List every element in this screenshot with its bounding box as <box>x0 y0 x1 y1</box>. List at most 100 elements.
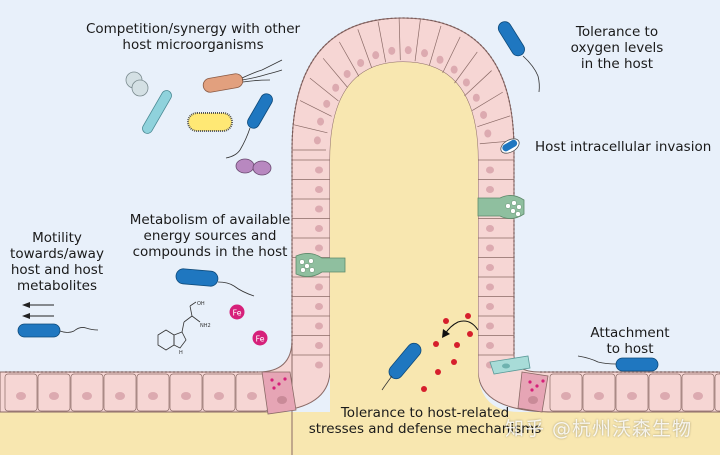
cell-nucleus <box>315 303 323 310</box>
cell-nucleus <box>247 392 257 400</box>
secretion-arrowhead <box>442 329 450 338</box>
cell-boundary <box>339 41 360 77</box>
label-metabolism-line1: Metabolism of available <box>129 212 291 228</box>
iron-ion-1: Fe <box>229 304 245 320</box>
cell-nucleus <box>660 392 670 400</box>
label-attachment-line1: Attachment <box>590 325 670 341</box>
cell-nucleus <box>357 58 365 67</box>
iron-ion-2: Fe <box>252 330 268 346</box>
cell-nucleus <box>181 392 191 400</box>
cell-nucleus <box>486 244 494 252</box>
label-attachment-line2: to host <box>606 341 654 357</box>
cell-nucleus <box>82 392 92 400</box>
label-oxygen-line2: oxygen levels <box>570 40 664 56</box>
metabolism-bacterium <box>175 268 255 297</box>
label-motility-line1: Motility <box>32 230 82 246</box>
label-stress-tolerance: Tolerance to host-related stresses and d… <box>300 405 550 437</box>
flagellated-bacterium-orange <box>202 59 283 93</box>
label-motility-line3: host and host <box>10 262 104 278</box>
cell-nucleus <box>16 392 26 400</box>
rod-bacterium-cyan <box>142 90 172 134</box>
cell-nucleus <box>343 69 351 78</box>
cell-nucleus <box>480 110 488 119</box>
epithelial-cell <box>714 373 720 412</box>
cell-nucleus <box>148 392 158 400</box>
cell-nucleus <box>421 49 429 58</box>
cell-nucleus <box>315 342 323 349</box>
cell-nucleus <box>594 392 604 400</box>
cell-nucleus <box>315 225 323 232</box>
iron-symbol: Fe <box>255 335 264 344</box>
cell-nucleus <box>462 78 470 87</box>
goblet-cell-right <box>477 195 525 219</box>
cell-nucleus <box>313 136 321 145</box>
cell-nucleus <box>315 166 323 174</box>
cell-boundary <box>454 51 478 84</box>
cell-nucleus <box>372 51 380 60</box>
cell-nucleus <box>561 392 571 400</box>
cell-boundary <box>428 25 442 66</box>
cell-nucleus <box>486 303 494 310</box>
flagellated-bacterium-blue <box>225 93 273 159</box>
cell-boundary <box>357 29 373 68</box>
cell-nucleus <box>388 46 396 55</box>
label-stress-line1: Tolerance to host-related <box>340 405 510 421</box>
cell-nucleus <box>323 99 331 108</box>
lamina-propria-base <box>0 412 720 455</box>
paneth-cell-right <box>517 371 549 413</box>
cell-nucleus <box>332 83 340 92</box>
cell-nucleus <box>693 392 703 400</box>
cell-nucleus <box>115 392 125 400</box>
cell-nucleus <box>486 186 494 193</box>
cell-nucleus <box>214 392 224 400</box>
cell-nucleus <box>404 46 412 55</box>
cell-nucleus <box>317 117 325 126</box>
label-competition-line2: host microorganisms <box>122 37 264 53</box>
cell-nucleus <box>450 65 458 74</box>
epithelium-layer <box>0 17 720 455</box>
intracellular-bacterium <box>500 138 520 154</box>
cell-nucleus <box>315 322 323 330</box>
label-motility: Motility towards/away host and host meta… <box>2 230 112 294</box>
cell-boundary <box>398 18 401 61</box>
watermark: 知乎 @杭州沃森生物 <box>505 418 693 440</box>
label-oxygen-tolerance: Tolerance to oxygen levels in the host <box>562 24 672 72</box>
oxygen-tolerant-bacterium <box>497 21 540 93</box>
diplococcus-purple <box>235 158 272 176</box>
cell-nucleus <box>472 93 480 102</box>
cell-nucleus <box>627 392 637 400</box>
cell-boundary <box>299 100 332 117</box>
cell-boundary <box>464 70 492 97</box>
secretion-arrow <box>444 320 479 335</box>
coccus-grey <box>125 71 149 97</box>
motile-bacterium <box>17 323 99 338</box>
tryptophan-molecule <box>157 301 201 351</box>
cell-nucleus <box>486 225 494 232</box>
cell-boundary <box>472 91 503 111</box>
cell-boundary <box>414 19 421 62</box>
cell-boundary <box>293 124 328 134</box>
cell-boundary <box>322 58 348 88</box>
label-intracellular-invasion: Host intracellular invasion <box>535 139 712 155</box>
capsulated-bacterium-yellow <box>187 112 233 132</box>
villus-core-lower <box>330 200 478 412</box>
cell-nucleus <box>436 55 444 64</box>
label-oxygen-line1: Tolerance to <box>575 24 659 40</box>
label-competition: Competition/synergy with other host micr… <box>78 21 308 53</box>
label-attachment: Attachment to host <box>580 325 680 357</box>
paneth-cell-left <box>261 371 297 415</box>
cell-nucleus <box>315 186 323 193</box>
attached-bacterium <box>577 355 659 372</box>
cell-nucleus <box>486 166 494 174</box>
epithelial-cells <box>4 18 720 412</box>
label-motility-line2: towards/away <box>10 246 104 262</box>
defense-molecules <box>421 313 473 392</box>
stress-tolerant-bacterium <box>381 342 422 391</box>
cell-boundary <box>477 115 511 128</box>
motility-arrows <box>22 302 54 319</box>
cell-nucleus <box>486 264 494 271</box>
brush-border-villus <box>291 17 515 355</box>
label-metabolism-line3: compounds in the host <box>132 244 288 260</box>
